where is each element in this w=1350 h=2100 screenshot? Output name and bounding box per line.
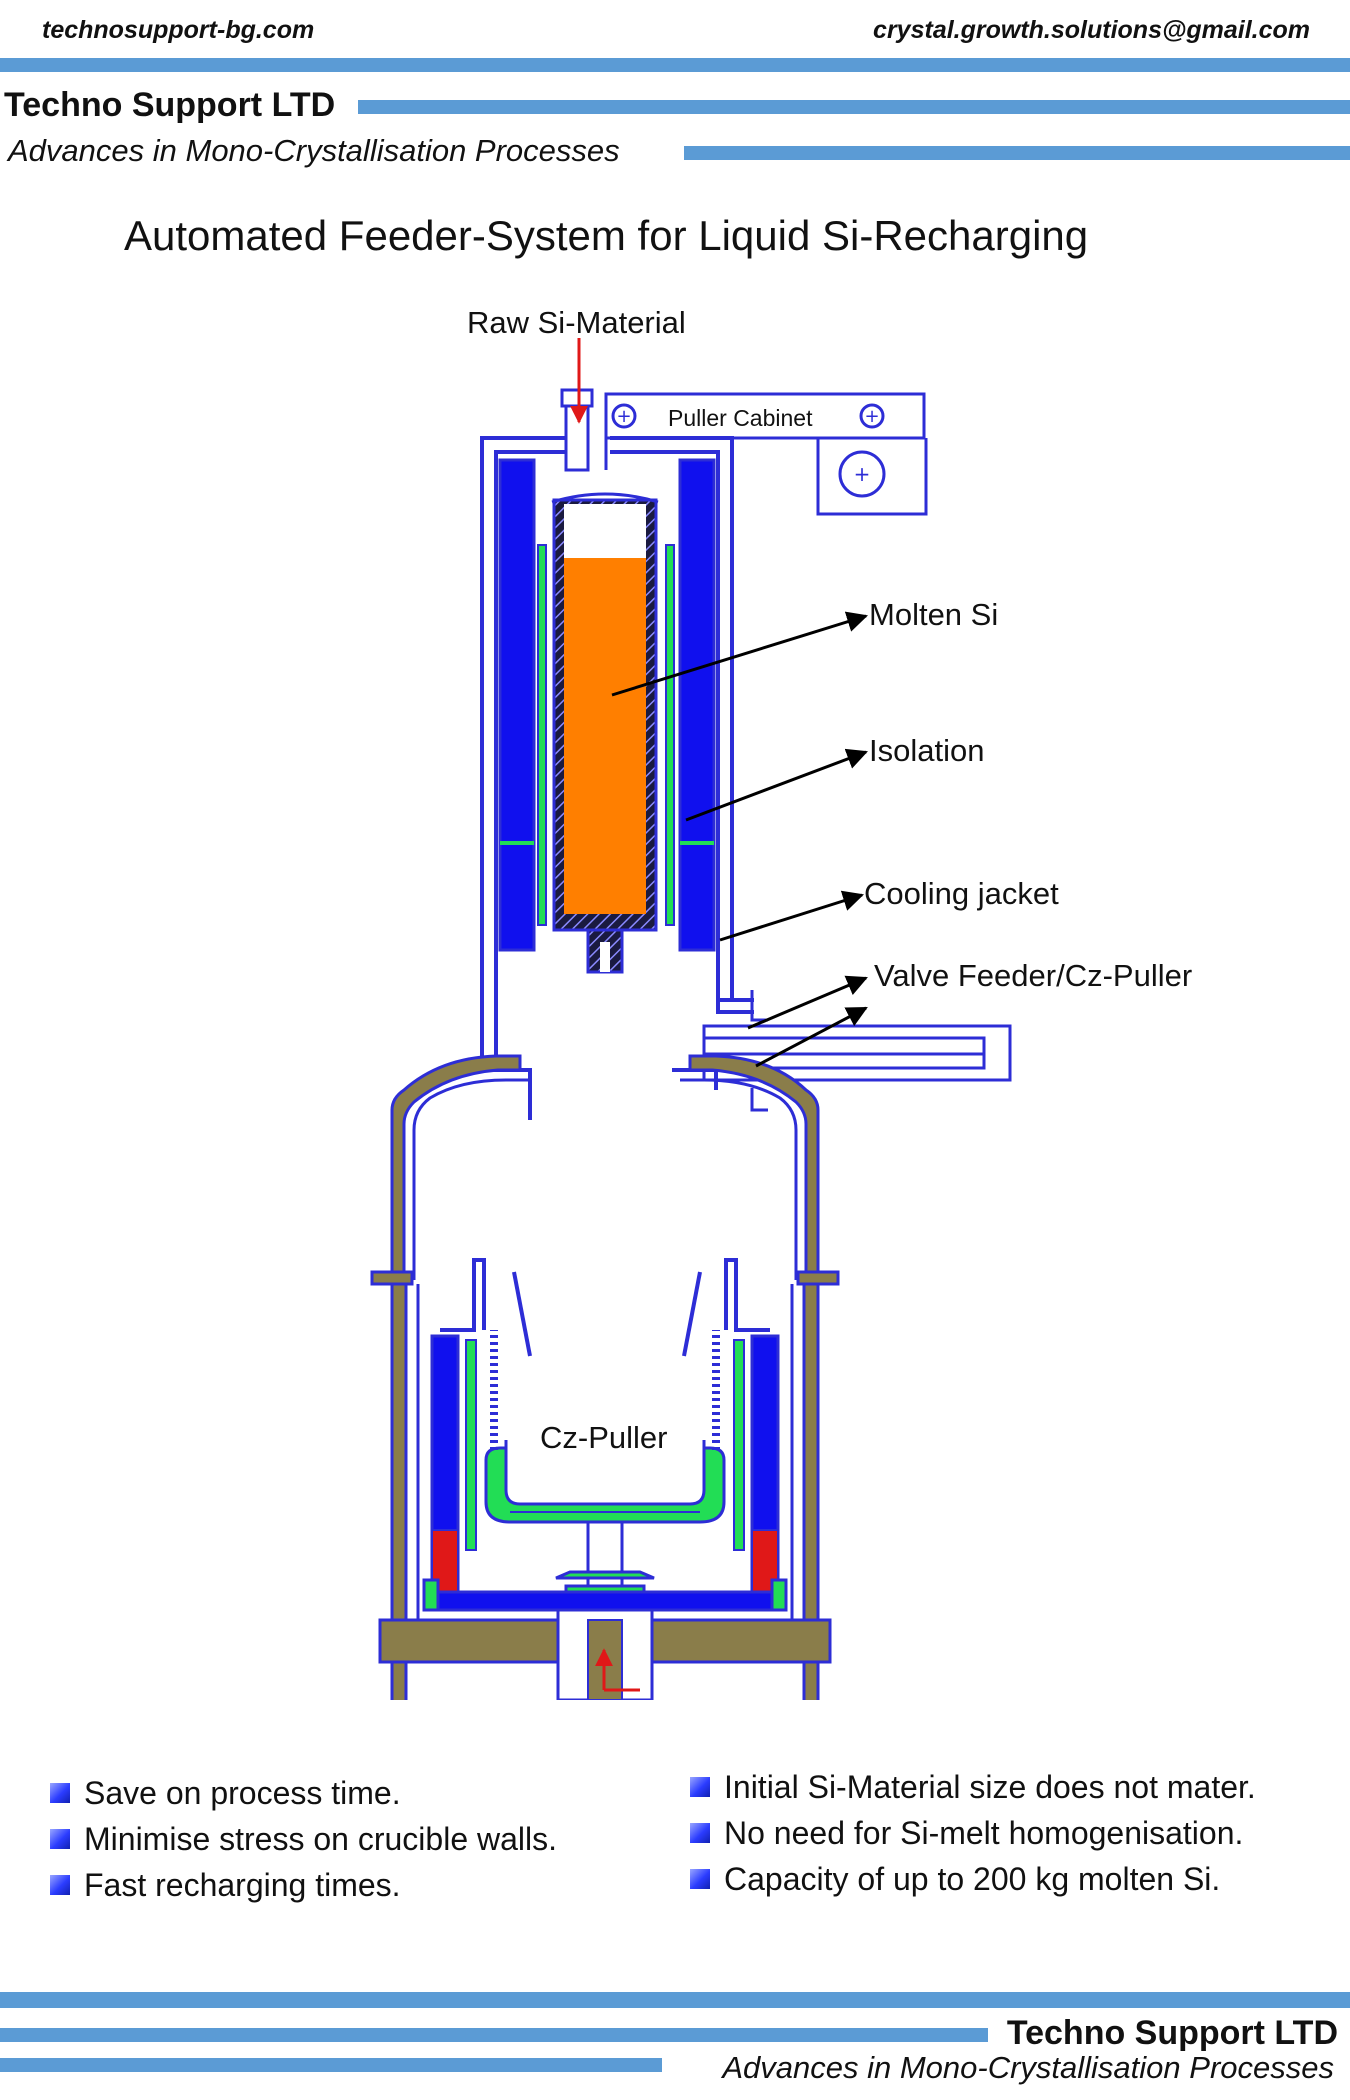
feeder-heater-right: [678, 458, 716, 952]
isolation-left: [537, 544, 547, 926]
label-valve-feeder: Valve Feeder/Cz-Puller: [874, 958, 1193, 993]
feeder-system-diagram: + + +: [370, 338, 1012, 1700]
header-tagline-bar: [684, 146, 1350, 160]
feeder-vessel: [480, 436, 754, 1120]
label-raw-si-material: Raw Si-Material: [467, 305, 686, 340]
header-divider: [0, 58, 1350, 72]
label-cooling-jacket: Cooling jacket: [864, 876, 1059, 911]
list-item: Minimise stress on crucible walls.: [50, 1816, 557, 1862]
label-puller-cabinet: Puller Cabinet: [668, 405, 813, 431]
cz-crucible: [484, 1330, 726, 1524]
list-item: Initial Si-Material size does not mater.: [690, 1764, 1256, 1810]
bullet-square-icon: [50, 1875, 70, 1895]
list-item: Fast recharging times.: [50, 1862, 557, 1908]
svg-text:+: +: [616, 406, 631, 427]
crucible-pedestal: [422, 1520, 788, 1612]
label-isolation: Isolation: [869, 733, 985, 768]
footer-tagline: Advances in Mono-Crystallisation Process…: [722, 2050, 1334, 2085]
footer-company-bar: [0, 2028, 988, 2042]
list-item: Capacity of up to 200 kg molten Si.: [690, 1856, 1256, 1902]
raw-material-inlet: [560, 338, 594, 472]
isolation-right: [665, 544, 675, 926]
molten-si: [564, 558, 646, 914]
bullet-square-icon: [690, 1823, 710, 1843]
cz-puller-chamber: [370, 1054, 840, 1700]
bullet-square-icon: [690, 1869, 710, 1889]
header-tagline: Advances in Mono-Crystallisation Process…: [8, 133, 620, 168]
benefits-list-right: Initial Si-Material size does not mater.…: [690, 1764, 1256, 1902]
bullet-square-icon: [690, 1777, 710, 1797]
header-company-name: Techno Support LTD: [4, 86, 336, 124]
list-item: No need for Si-melt homogenisation.: [690, 1810, 1256, 1856]
heat-shield: [440, 1258, 770, 1357]
svg-text:+: +: [864, 406, 879, 427]
puller-cabinet: + + +: [604, 392, 928, 516]
website-link[interactable]: technosupport-bg.com: [42, 16, 315, 44]
email-link[interactable]: crystal.growth.solutions@gmail.com: [873, 16, 1310, 44]
header-company-bar: [358, 100, 1350, 114]
bullet-square-icon: [50, 1829, 70, 1849]
footer-company-name: Techno Support LTD: [1006, 2014, 1338, 2052]
feeder-heater-left: [498, 458, 536, 952]
page-title: Automated Feeder-System for Liquid Si-Re…: [124, 212, 1089, 259]
footer-divider: [0, 1992, 1350, 2008]
bullet-square-icon: [50, 1783, 70, 1803]
list-item: Save on process time.: [50, 1770, 557, 1816]
feeder-crucible: [551, 492, 659, 974]
benefits-list-left: Save on process time. Minimise stress on…: [50, 1770, 557, 1908]
label-cz-puller: Cz-Puller: [540, 1420, 668, 1455]
svg-text:+: +: [854, 462, 871, 486]
label-molten-si: Molten Si: [869, 597, 999, 632]
footer-tagline-bar: [0, 2058, 662, 2072]
